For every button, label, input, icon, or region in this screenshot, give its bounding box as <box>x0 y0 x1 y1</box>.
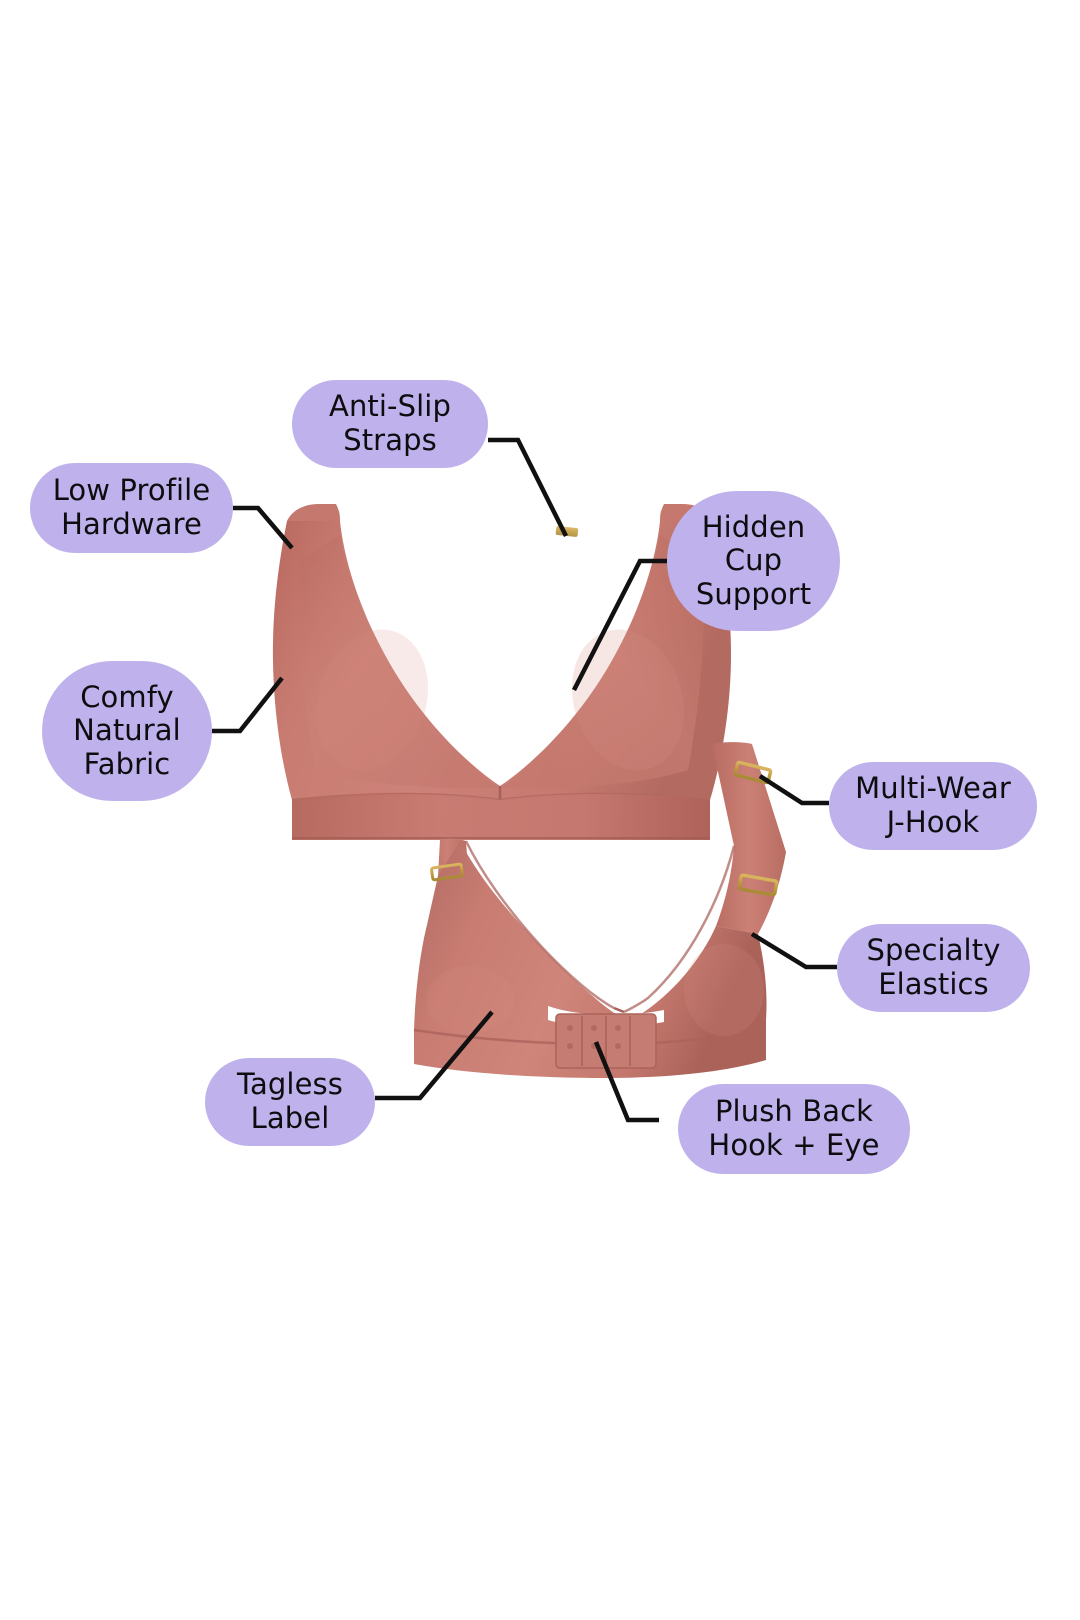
back-body <box>414 841 767 1078</box>
callout-specialty-elastics[interactable]: Specialty Elastics <box>837 924 1030 1012</box>
front-left-strap <box>287 504 340 521</box>
callout-tagless-label[interactable]: Tagless Label <box>205 1058 375 1146</box>
callout-line: J-Hook <box>886 805 980 839</box>
callout-line: Comfy <box>80 679 174 714</box>
front-strap-hardware <box>555 526 579 537</box>
bra-front-view <box>272 504 731 840</box>
callout-comfy-natural-fabric[interactable]: Comfy Natural Fabric <box>42 661 212 801</box>
back-right-shoulder-strap <box>712 742 786 934</box>
callout-line: Fabric <box>83 746 171 781</box>
callout-line: Tagless <box>237 1067 343 1102</box>
callout-multi-wear-j-hook[interactable]: Multi-Wear J-Hook <box>829 762 1037 850</box>
front-highlight-left <box>316 629 428 771</box>
callout-hidden-cup-support[interactable]: Hidden Cup Support <box>667 491 840 631</box>
callout-line: Cup <box>724 543 783 578</box>
callout-line: Hidden <box>701 509 806 544</box>
back-right-seam <box>623 845 736 1014</box>
back-highlight-right <box>684 944 764 1036</box>
back-left-seam <box>464 840 615 1010</box>
callout-plush-back-hook-eye[interactable]: Plush Back Hook + Eye <box>678 1084 910 1174</box>
callout-line: Hook + Eye <box>708 1128 880 1162</box>
callout-low-profile-hardware[interactable]: Low Profile Hardware <box>30 463 233 553</box>
callout-line: Plush Back <box>714 1094 874 1129</box>
callout-line: Label <box>250 1101 330 1135</box>
callout-line: Natural <box>73 713 181 748</box>
callout-line: Anti-Slip <box>329 389 451 424</box>
callout-line: Straps <box>343 423 437 457</box>
back-highlight-left <box>426 966 514 1034</box>
callout-anti-slip-straps[interactable]: Anti-Slip Straps <box>292 380 488 468</box>
callout-line: Elastics <box>878 967 989 1001</box>
back-v-point <box>613 1006 625 1014</box>
callout-line: Support <box>695 576 812 611</box>
front-band <box>292 794 710 840</box>
callout-line: Hardware <box>61 507 202 541</box>
front-cup-left-shading <box>298 535 498 789</box>
callout-line: Specialty <box>866 933 1001 968</box>
callout-line: Low Profile <box>52 473 211 508</box>
callout-line: Multi-Wear <box>855 771 1011 806</box>
